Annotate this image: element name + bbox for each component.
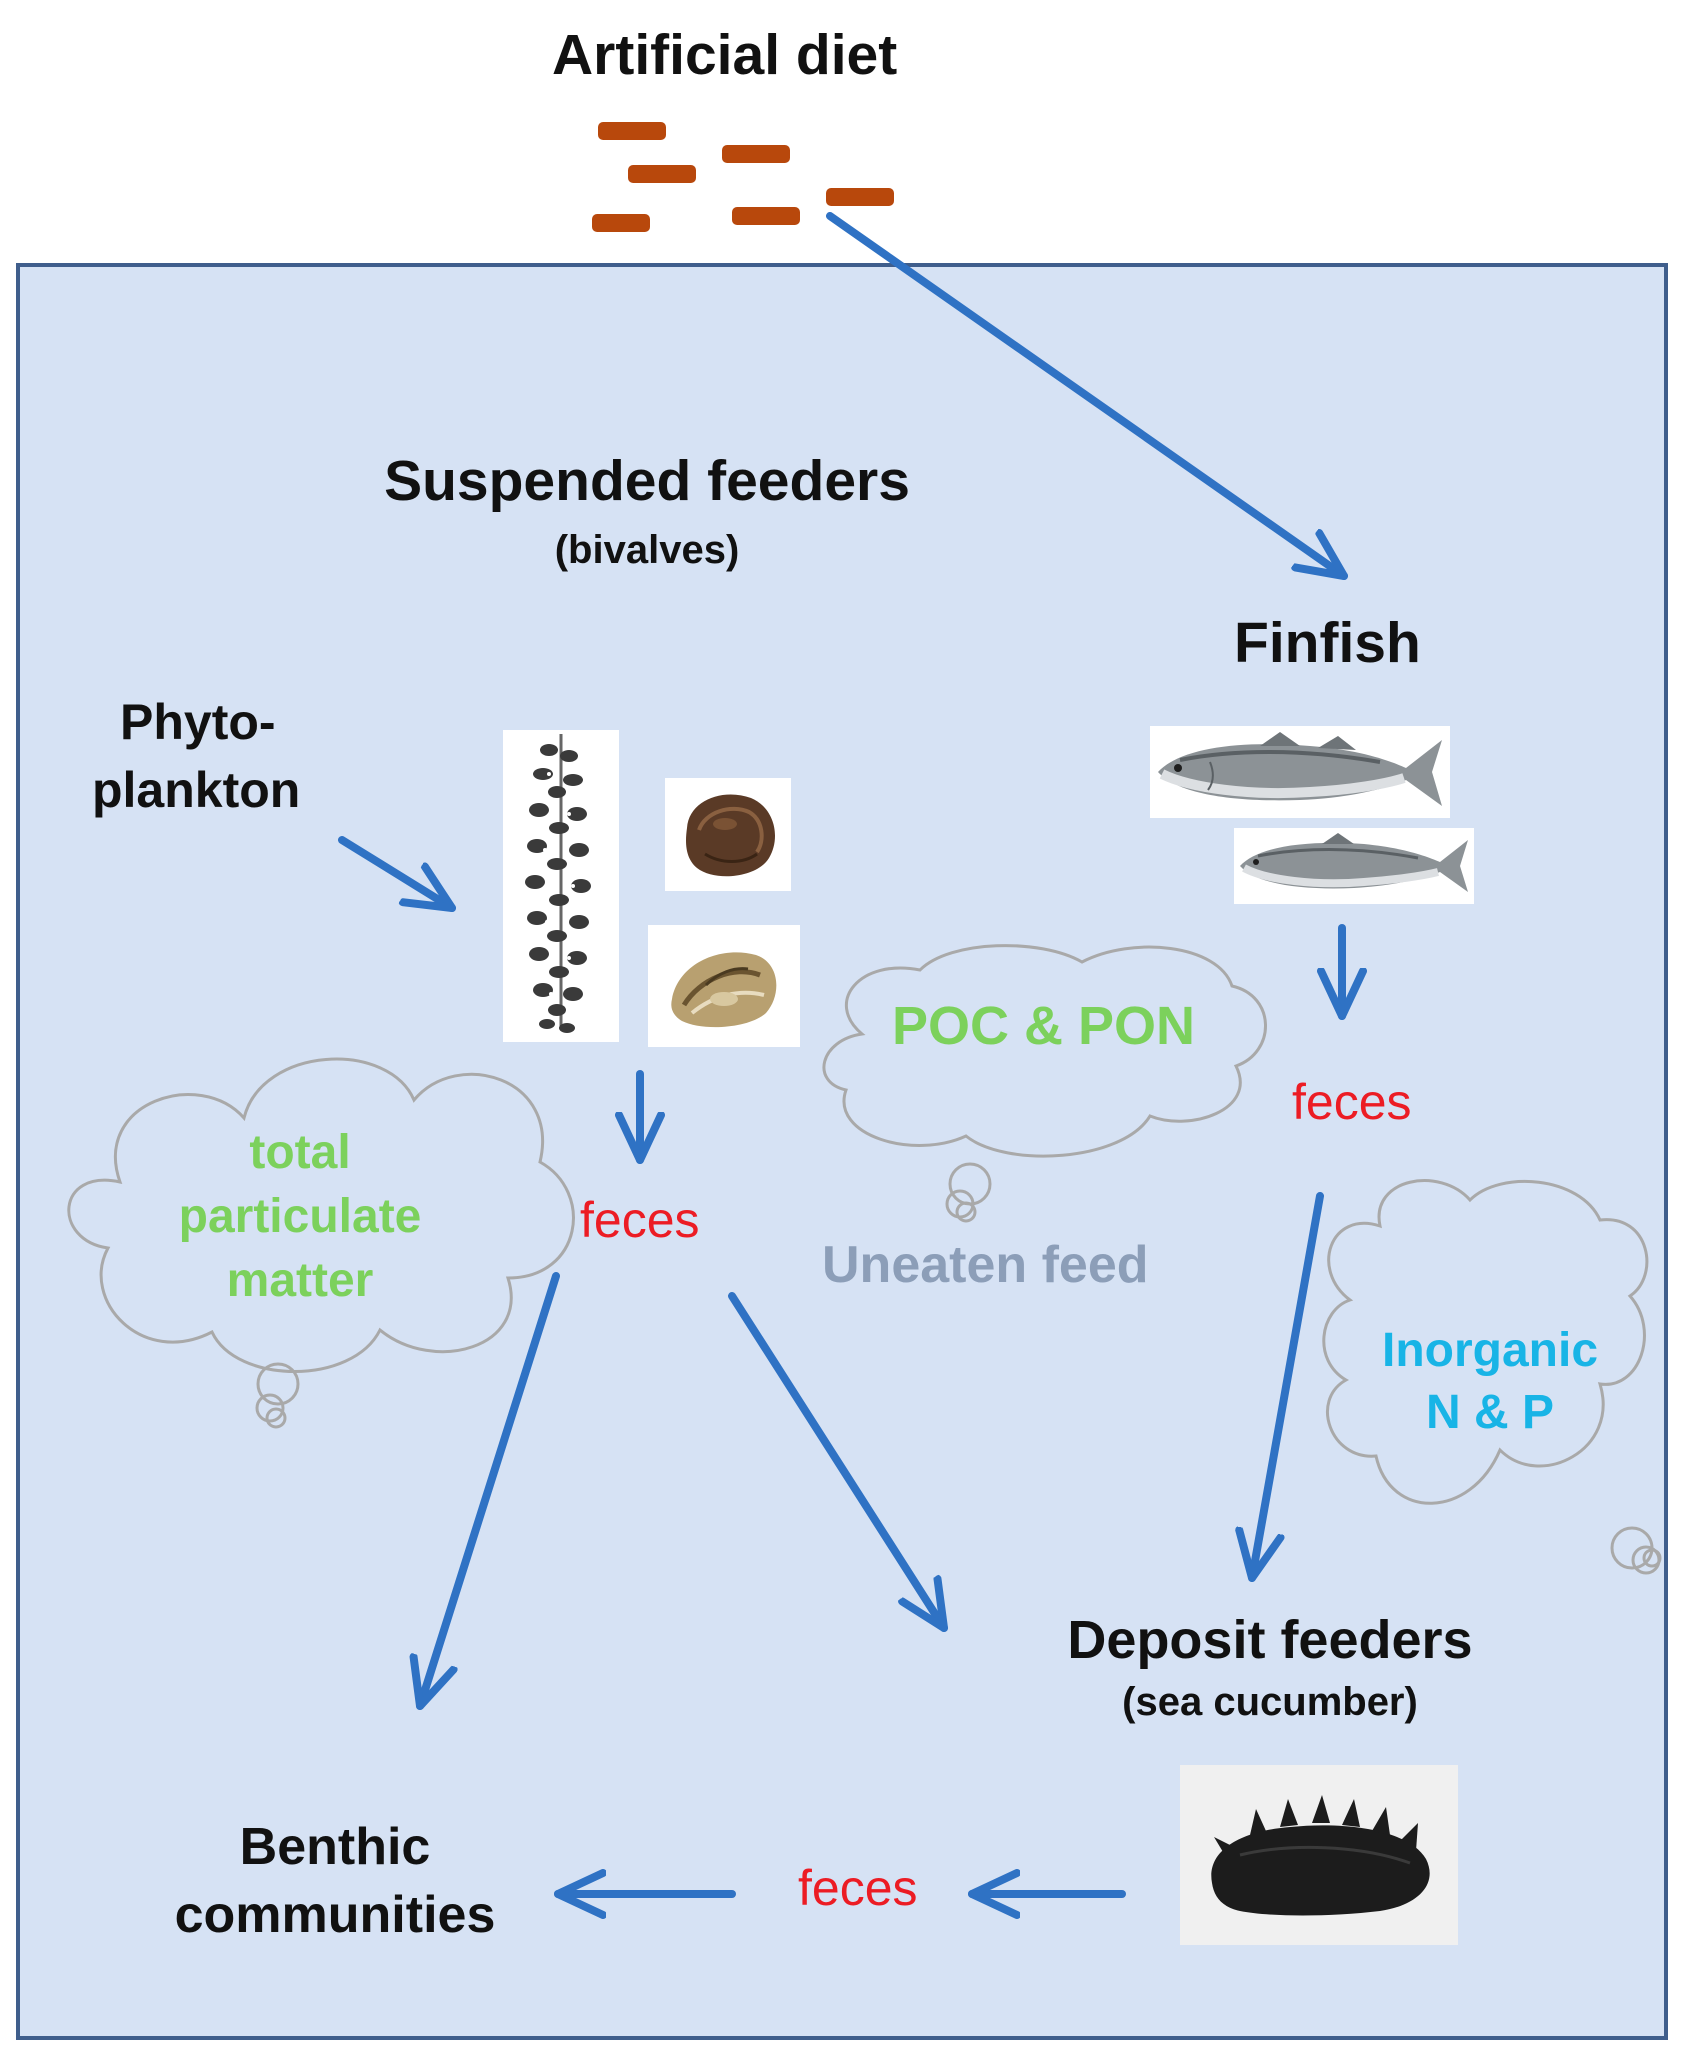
mussel-rope-icon bbox=[525, 734, 591, 1033]
inorganic-cloud bbox=[1322, 1179, 1662, 1575]
scallop-photo bbox=[665, 778, 791, 891]
feed-pellets-icon bbox=[592, 122, 894, 232]
benthic-line2: communities bbox=[174, 1886, 496, 1944]
inorganic-line1: Inorganic bbox=[1381, 1324, 1599, 1377]
finfish-feces-label: feces bbox=[1292, 1074, 1412, 1130]
poc-pon-cloud bbox=[822, 944, 1267, 1223]
sea-cucumber-feces-label: feces bbox=[798, 1860, 918, 1916]
phytoplankton-line2: plankton bbox=[92, 762, 301, 818]
fish-photo-1 bbox=[1150, 726, 1450, 818]
ecosystem-box bbox=[16, 263, 1668, 2040]
suspended-feeders-title: Suspended feeders bbox=[384, 449, 910, 513]
arrow-diet-to-finfish bbox=[826, 212, 1348, 580]
deposit-feeders-title: Deposit feeders bbox=[1067, 1610, 1473, 1670]
fish-photo-2 bbox=[1234, 828, 1474, 904]
fish-icon bbox=[1240, 833, 1468, 892]
finfish-title: Finfish bbox=[1234, 611, 1421, 675]
tpm-cloud-line1: total bbox=[249, 1126, 351, 1179]
uneaten-feed-label: Uneaten feed bbox=[822, 1236, 1149, 1294]
oyster-icon bbox=[671, 952, 777, 1028]
arrow-feces-to-deposit bbox=[728, 1292, 948, 1632]
sea-cucumber-photo bbox=[1180, 1765, 1458, 1945]
arrow-finfish-feces-to-deposit bbox=[1252, 1192, 1324, 1582]
fish-icon bbox=[1158, 732, 1442, 806]
tpm-cloud-line3: matter bbox=[226, 1254, 374, 1307]
tpm-cloud bbox=[67, 1057, 575, 1429]
mussel-rope-photo bbox=[503, 730, 619, 1042]
scallop-icon bbox=[686, 794, 775, 877]
sea-cucumber-icon bbox=[1211, 1795, 1430, 1916]
deposit-feeders-subtitle: (sea cucumber) bbox=[1122, 1680, 1418, 1724]
inorganic-line2: N & P bbox=[1425, 1386, 1554, 1439]
poc-pon-label: POC & PON bbox=[892, 996, 1196, 1056]
bivalve-feces-label: feces bbox=[580, 1192, 700, 1248]
phytoplankton-line1: Phyto- bbox=[120, 694, 276, 750]
tpm-cloud-line2: particulate bbox=[178, 1190, 422, 1243]
arrow-feces-to-benthic bbox=[420, 1272, 560, 1710]
flow-arrows bbox=[338, 212, 1348, 1894]
benthic-line1: Benthic bbox=[239, 1818, 431, 1876]
arrow-phyto-to-bivalves bbox=[338, 836, 456, 912]
suspended-feeders-subtitle: (bivalves) bbox=[554, 528, 740, 572]
diagram-title: Artificial diet bbox=[552, 23, 898, 87]
oyster-photo bbox=[648, 925, 800, 1047]
